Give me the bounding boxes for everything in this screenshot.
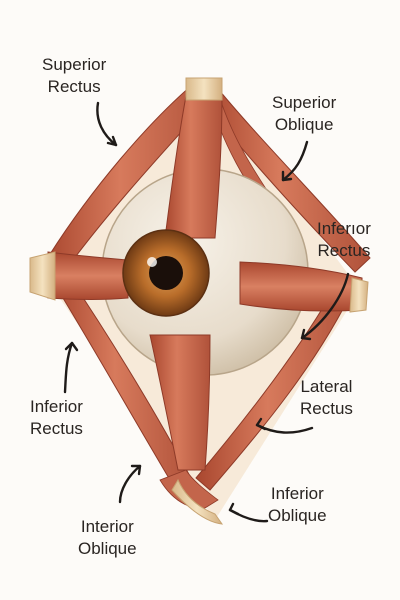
- label-line-1: Superior: [42, 55, 107, 74]
- upper-right-muscle: [204, 83, 371, 273]
- pupil: [149, 256, 183, 290]
- arrow-inferior-rectus-right: [300, 272, 350, 340]
- arrow-inferior-rectus-left: [63, 341, 74, 394]
- label-superior-oblique: Superior Oblique: [272, 92, 336, 136]
- arrow-interior-oblique: [118, 464, 142, 504]
- inferior-tendon: [171, 478, 224, 525]
- label-line-2: Oblique: [78, 539, 137, 558]
- label-line-1: Interior: [80, 517, 134, 536]
- label-line-1: Superior: [272, 93, 337, 112]
- inferior-rectus-muscle: [149, 334, 211, 471]
- label-line-2: Rectus: [30, 419, 83, 438]
- label-line-1: Inferior: [270, 484, 324, 503]
- left-rectus-muscle: [47, 251, 129, 300]
- label-interior-oblique: Interior Oblique: [78, 516, 137, 560]
- label-inferior-rectus-right: Inferıor Rectus: [317, 218, 371, 262]
- label-line-2: Rectus: [300, 399, 353, 418]
- label-lateral-rectus: Lateral Rectus: [300, 376, 353, 420]
- label-superior-rectus: Superior Rectus: [42, 54, 106, 98]
- arrow-superior-oblique: [281, 140, 309, 182]
- superior-rectus-muscle: [164, 95, 223, 239]
- left-tendon: [29, 251, 56, 301]
- label-line-1: Lateral: [300, 377, 353, 396]
- label-line-1: Inferıor: [317, 219, 371, 238]
- label-line-2: Rectus: [317, 241, 371, 260]
- label-line-1: Inferior: [30, 397, 83, 416]
- arrow-superior-rectus: [96, 101, 118, 147]
- lower-twisted-muscle: [159, 469, 219, 509]
- arrows: [63, 101, 350, 523]
- label-inferior-rectus-left: Inferior Rectus: [30, 396, 83, 440]
- label-line-2: Oblique: [268, 506, 327, 525]
- label-line-2: Rectus: [47, 77, 101, 96]
- label-line-2: Oblique: [274, 115, 334, 134]
- eye-highlight: [147, 257, 157, 267]
- superior-tendon: [185, 77, 223, 101]
- right-tendon: [349, 277, 369, 313]
- label-inferior-oblique: Inferior Oblique: [268, 483, 327, 527]
